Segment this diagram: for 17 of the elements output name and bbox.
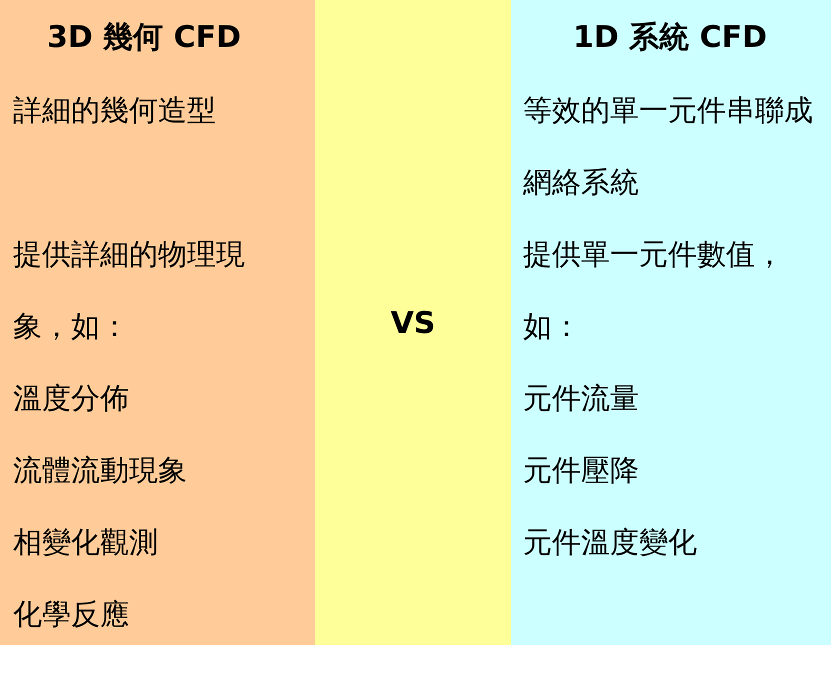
column-text: 等效的單一元件串聯成網絡系統 [523, 92, 814, 201]
column-text: 元件溫度變化 [523, 524, 698, 561]
column-text: 提供詳細的物理現象，如： [13, 236, 246, 345]
column-text: 溫度分佈 [13, 380, 130, 417]
column-text: 詳細的幾何造型 [13, 92, 217, 129]
column-panel [0, 0, 315, 645]
column-heading: 3D 幾何 CFD [46, 19, 242, 57]
column-heading: 1D 系統 CFD [572, 19, 768, 57]
column-text: 元件流量 [523, 380, 640, 417]
column-panel [511, 0, 831, 645]
column-panel [315, 0, 511, 645]
column-text: 化學反應 [13, 596, 130, 633]
column-text: 相變化觀測 [13, 524, 159, 561]
column-text: 提供單一元件數值，如： [523, 236, 785, 345]
column-text: 流體流動現象 [13, 452, 188, 489]
versus-label: VS [390, 306, 436, 341]
column-text: 元件壓降 [523, 452, 640, 489]
